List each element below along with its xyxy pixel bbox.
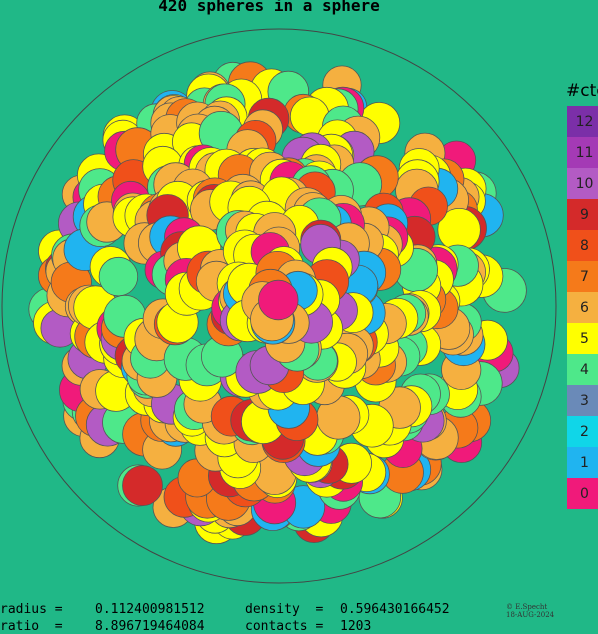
legend-title: #ctc xyxy=(566,81,598,101)
legend-swatch-4: 4 xyxy=(567,354,598,385)
legend-swatch-0: 0 xyxy=(567,478,598,509)
legend-swatch-11: 11 xyxy=(567,137,598,168)
legend-swatch-8: 8 xyxy=(567,230,598,261)
legend-swatch-9: 9 xyxy=(567,199,598,230)
radius-value: 0.112400981512 xyxy=(95,602,205,617)
credit: © E.Specht 18-AUG-2024 xyxy=(506,603,554,619)
packed-spheres xyxy=(28,61,527,545)
sphere xyxy=(98,256,139,297)
legend-swatch-1: 1 xyxy=(567,447,598,478)
sphere-packing-diagram xyxy=(1,28,557,584)
container-sphere-outline xyxy=(1,28,557,584)
legend-swatch-12: 12 xyxy=(567,106,598,137)
legend-swatch-6: 6 xyxy=(567,292,598,323)
legend-swatch-3: 3 xyxy=(567,385,598,416)
credit-date: 18-AUG-2024 xyxy=(506,611,555,619)
legend-swatch-10: 10 xyxy=(567,168,598,199)
density-value: 0.596430166452 xyxy=(340,602,450,617)
contacts-label: contacts = xyxy=(245,619,324,634)
legend-swatch-7: 7 xyxy=(567,261,598,292)
credit-author: © E.Specht xyxy=(506,603,548,611)
contacts-value: 1203 xyxy=(340,619,372,634)
diagram-title: 420 spheres in a sphere xyxy=(158,0,380,15)
ratio-value: 8.896719464084 xyxy=(95,619,205,634)
sphere xyxy=(122,465,163,507)
radius-label: radius = xyxy=(0,602,63,617)
legend-swatch-2: 2 xyxy=(567,416,598,447)
sphere xyxy=(258,279,299,321)
legend-swatch-5: 5 xyxy=(567,323,598,354)
density-label: density = xyxy=(245,602,324,617)
ratio-label: ratio = xyxy=(0,619,63,634)
